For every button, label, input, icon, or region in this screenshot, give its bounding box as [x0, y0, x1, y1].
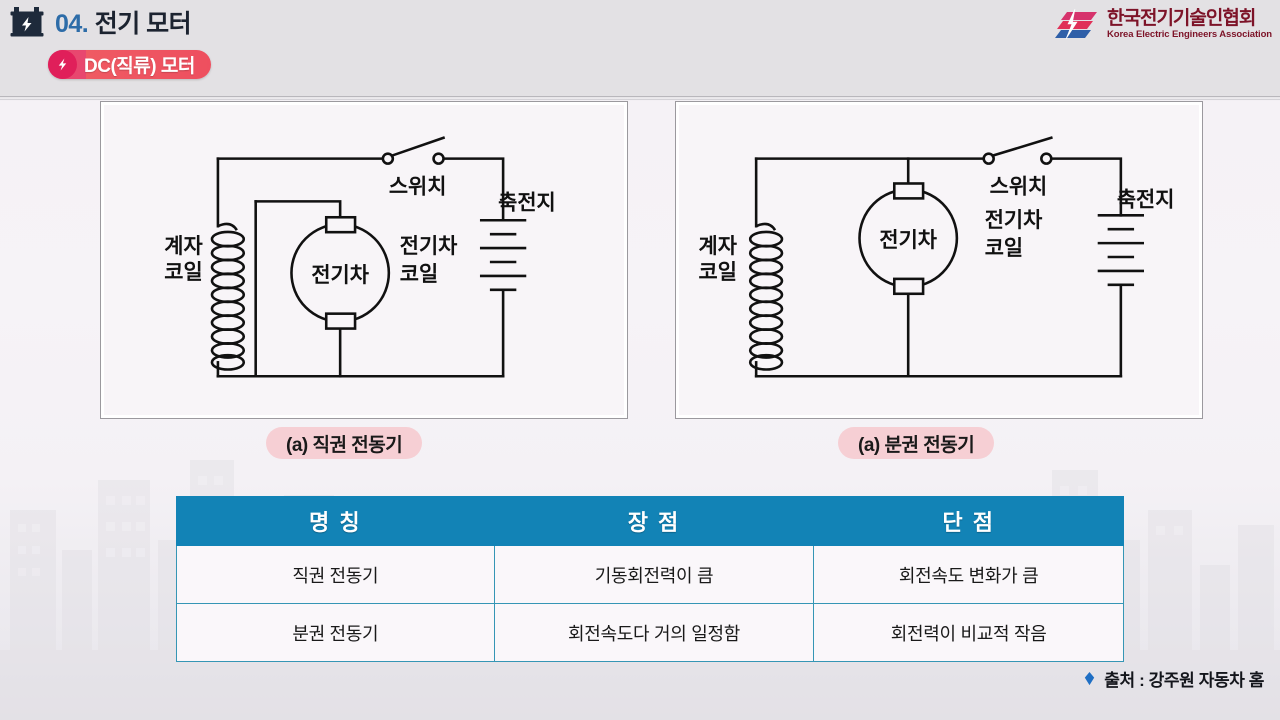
lightning-bolt-icon	[48, 50, 77, 79]
logo-name-korean: 한국전기기술인협회	[1107, 8, 1256, 29]
table-header-row: 명 칭 장 점 단 점	[176, 496, 1124, 546]
label-motor: 전기차	[311, 264, 369, 287]
label-switch: 스위치	[990, 175, 1048, 198]
diagram-shunt-motor: 계자 코일 스위치 축전지 전기차 코일 전기차	[675, 101, 1203, 419]
table-header-advantage: 장 점	[493, 496, 815, 546]
label-armature-coil-line1: 전기차	[400, 235, 458, 258]
cell-disadvantage: 회전속도 변화가 큼	[813, 545, 1124, 604]
source-text: 출처 : 강주원 자동차 홈	[1104, 671, 1264, 690]
subtitle-badge-label: DC(직류) 모터	[84, 56, 195, 77]
battery-bolt-icon	[10, 7, 44, 37]
series-motor-circuit-svg: 계자 코일 스위치 축전지 전기차 코일 전기차	[164, 136, 556, 378]
slide-header: 04. 전기 모터	[8, 4, 192, 40]
association-logo: 한국전기기술인협회 Korea Electric Engineers Assoc…	[1053, 9, 1272, 40]
motor-comparison-table: 명 칭 장 점 단 점 직권 전동기 기동회전력이 큼 회전속도 변화가 큼 분…	[176, 496, 1124, 662]
table-row: 분권 전동기 회전속도다 거의 일정함 회전력이 비교적 작음	[176, 603, 1124, 662]
cell-name: 직권 전동기	[176, 545, 495, 604]
table-header-disadvantage: 단 점	[813, 496, 1124, 546]
label-battery: 축전지	[498, 191, 556, 214]
table-row: 직권 전동기 기동회전력이 큼 회전속도 변화가 큼	[176, 545, 1124, 604]
subtitle-badge[interactable]: DC(직류) 모터	[48, 50, 211, 79]
label-field-coil-line2: 코일	[164, 261, 202, 284]
label-field-coil-line2: 코일	[699, 261, 737, 284]
label-armature-coil-line2: 코일	[400, 263, 438, 286]
source-credit: 출처 : 강주원 자동차 홈	[1082, 666, 1264, 691]
label-armature-coil-line1: 전기차	[985, 209, 1043, 232]
label-motor: 전기차	[879, 229, 937, 252]
section-number: 04.	[55, 10, 89, 38]
logo-name-english: Korea Electric Engineers Association	[1107, 29, 1272, 40]
caption-shunt-motor: (a) 분권 전동기	[838, 427, 995, 459]
header-divider-line	[0, 96, 1280, 97]
caption-series-motor: (a) 직권 전동기	[266, 427, 423, 459]
label-battery: 축전지	[1117, 188, 1175, 211]
page-title: 04. 전기 모터	[55, 4, 192, 40]
header-divider-line-secondary	[0, 99, 1280, 100]
shunt-motor-circuit-svg: 계자 코일 스위치 축전지 전기차 코일 전기차	[699, 136, 1175, 378]
diagram-series-motor: 계자 코일 스위치 축전지 전기차 코일 전기차	[100, 101, 628, 419]
kea-logo-mark-icon	[1055, 9, 1097, 40]
cell-disadvantage: 회전력이 비교적 작음	[813, 603, 1124, 662]
label-field-coil-line1: 계자	[164, 235, 203, 258]
section-title: 전기 모터	[94, 10, 192, 38]
cell-name: 분권 전동기	[176, 603, 495, 662]
label-field-coil-line1: 계자	[699, 235, 738, 258]
label-armature-coil-line2: 코일	[985, 237, 1023, 260]
pin-diamond-icon	[1085, 671, 1095, 686]
label-switch: 스위치	[389, 175, 447, 198]
table-header-name: 명 칭	[176, 496, 495, 546]
cell-advantage: 기동회전력이 큼	[493, 545, 815, 604]
cell-advantage: 회전속도다 거의 일정함	[493, 603, 815, 662]
